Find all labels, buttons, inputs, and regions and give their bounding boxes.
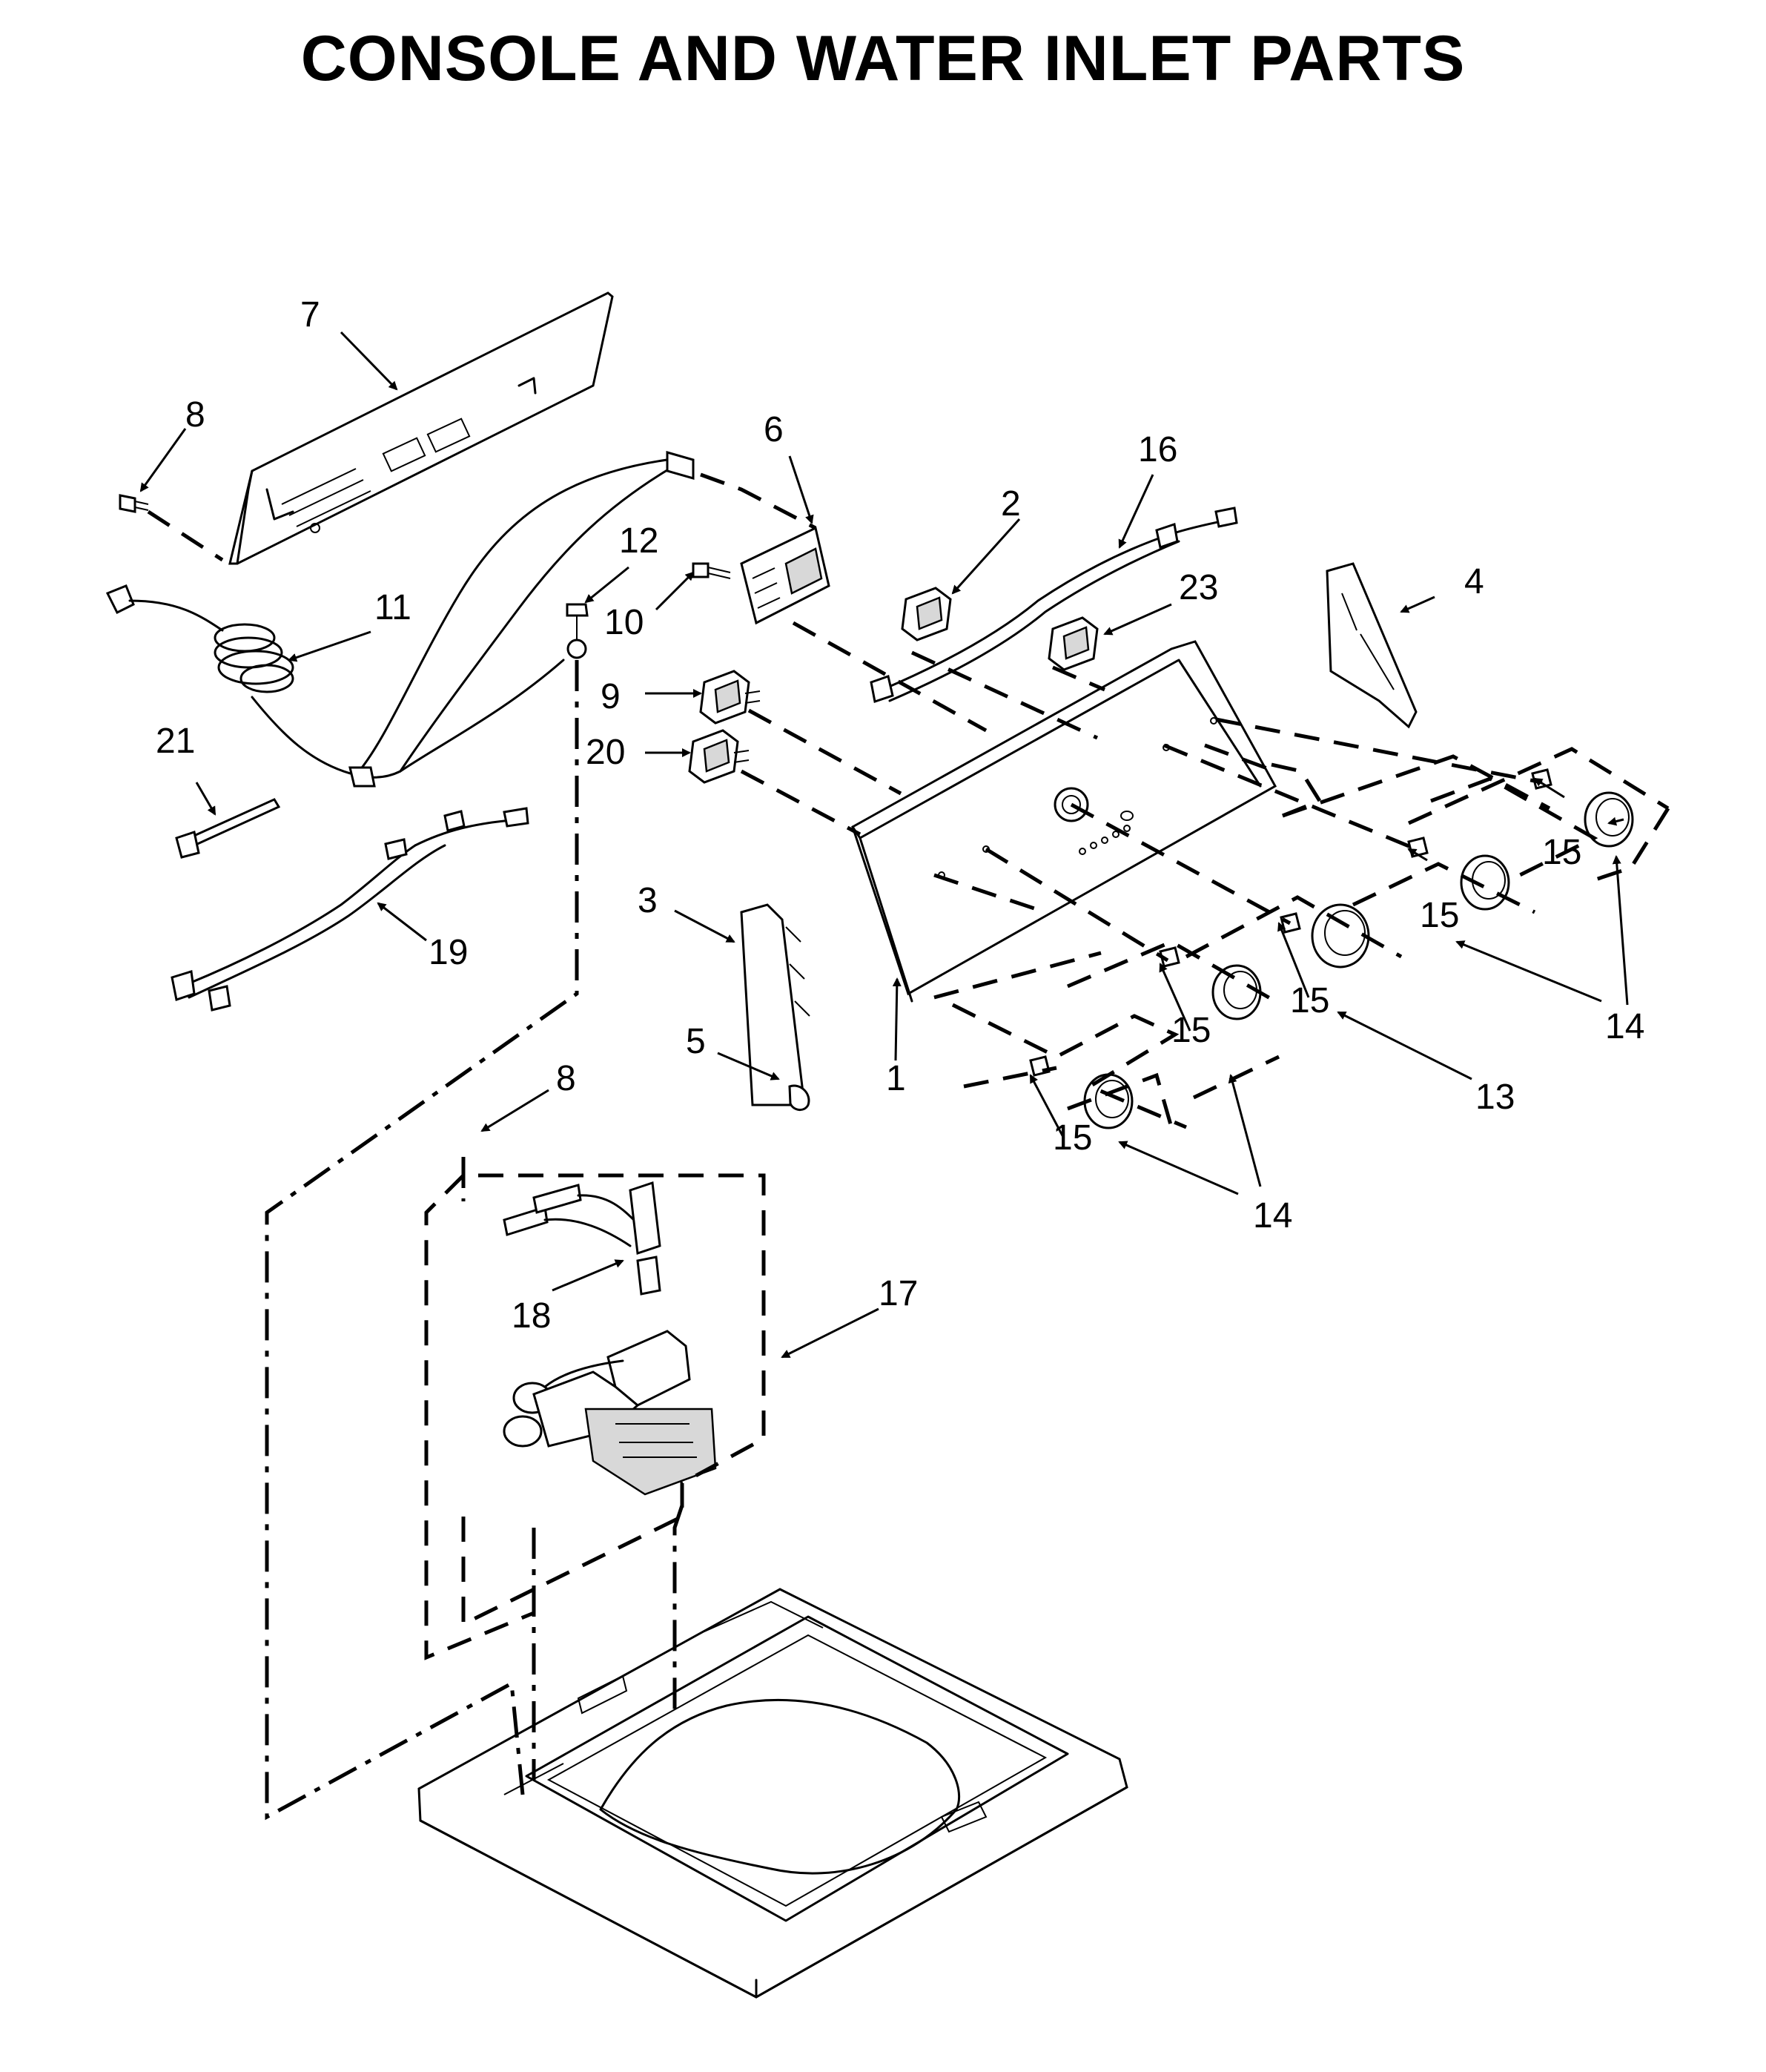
callout-7: 7 (300, 295, 320, 334)
explode-lines (147, 472, 1670, 1660)
callout-12: 12 (619, 521, 658, 561)
callout-13: 13 (1475, 1078, 1515, 1117)
callout-15-d: 15 (1420, 896, 1459, 935)
callout-5: 5 (686, 1022, 706, 1061)
callout-1: 1 (886, 1059, 906, 1098)
callout-16: 16 (1138, 430, 1177, 469)
ground-screw (566, 603, 589, 659)
callout-11: 11 (374, 588, 411, 627)
end-cap-right (1326, 562, 1418, 729)
end-cap-left (740, 903, 810, 1106)
console (851, 640, 1277, 1003)
washer-top (417, 1588, 1128, 1999)
cable-tie (175, 798, 281, 859)
screw-10 (692, 562, 731, 579)
wire-harness-16 (870, 507, 1238, 703)
screw-top (119, 494, 149, 513)
callout-23: 23 (1179, 568, 1218, 607)
water-inlet-valve-17 (503, 1330, 717, 1496)
dash-dot-lines (265, 660, 684, 1821)
callout-15-b: 15 (1171, 1011, 1211, 1050)
callout-21: 21 (156, 722, 195, 761)
callout-15-c: 15 (1290, 981, 1329, 1020)
control-board (740, 526, 830, 625)
callout-17: 17 (879, 1274, 918, 1313)
callout-14-left: 14 (1253, 1196, 1292, 1235)
switch-2 (901, 587, 952, 641)
wire-harness-19 (171, 807, 529, 1012)
callout-15-a: 15 (1053, 1118, 1092, 1158)
callout-8-lower: 8 (556, 1059, 576, 1098)
callout-18: 18 (512, 1296, 551, 1336)
leader-arrows (139, 331, 1629, 1359)
callout-15-e: 15 (1542, 833, 1581, 872)
power-cord (105, 451, 695, 788)
callout-20: 20 (586, 733, 625, 772)
callout-10: 10 (604, 603, 644, 642)
callout-2: 2 (1001, 484, 1021, 524)
callout-14-right: 14 (1605, 1007, 1644, 1046)
knob-1 (1029, 1055, 1134, 1129)
diagram-title: CONSOLE AND WATER INLET PARTS (300, 23, 1466, 94)
knob-2 (1159, 946, 1262, 1020)
callout-numbers: 7 8 6 16 2 12 23 4 11 10 9 21 20 3 19 1 … (156, 295, 1644, 1336)
clip (788, 1084, 810, 1111)
callout-19: 19 (429, 933, 468, 972)
switch-23 (1048, 616, 1099, 671)
callout-8-top: 8 (185, 395, 205, 435)
callout-3: 3 (638, 881, 658, 920)
callout-6: 6 (764, 410, 784, 449)
knob-3 (1280, 903, 1370, 969)
rear-console-panel (228, 291, 614, 565)
valve-harness-18 (503, 1181, 661, 1296)
callout-9: 9 (601, 677, 621, 716)
switch-9 (699, 670, 761, 725)
callout-4: 4 (1464, 562, 1484, 601)
switch-20 (688, 729, 750, 784)
